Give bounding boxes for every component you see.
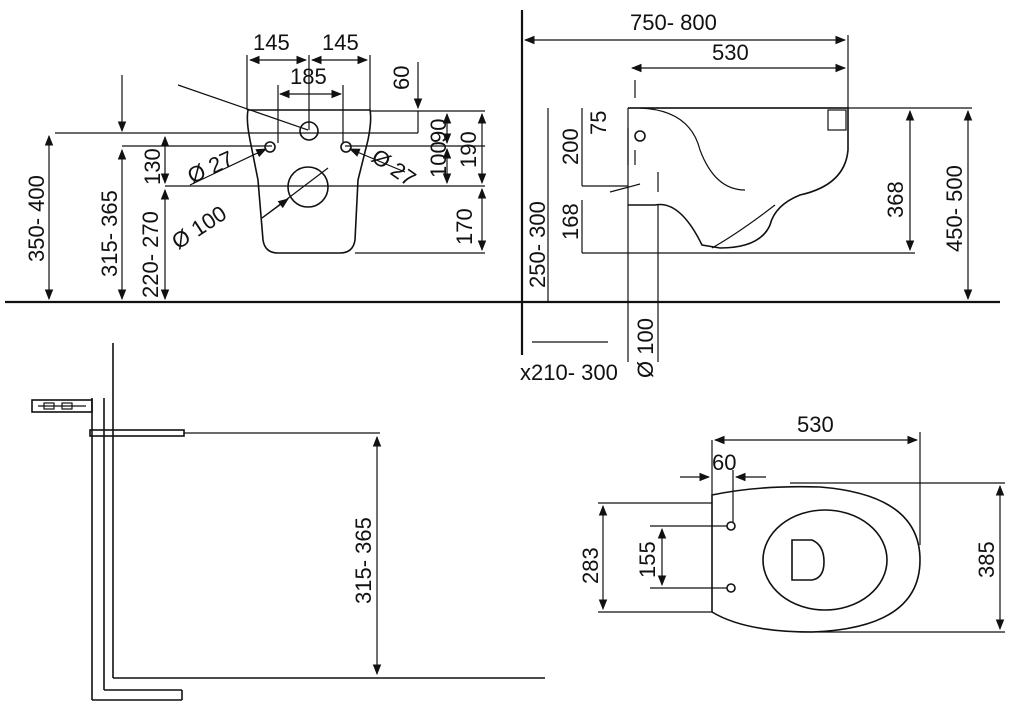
label-368: 368	[883, 181, 908, 218]
label-90: 90	[426, 119, 451, 143]
label-155: 155	[635, 541, 660, 578]
top-view: 530 60 283 155 385	[578, 412, 1005, 633]
label-350-400: 350- 400	[24, 175, 49, 262]
label-190: 190	[456, 131, 481, 168]
side-bowl-inner	[639, 107, 746, 191]
frame-bracket	[31, 399, 93, 413]
label-315-365-frame: 315- 365	[351, 517, 376, 604]
top-bowl-outline	[711, 485, 921, 633]
label-168: 168	[558, 203, 583, 240]
top-fixing-hole-bottom	[726, 583, 736, 593]
label-145-left: 145	[253, 30, 290, 55]
label-dia-100-front: Ø 100	[167, 201, 231, 255]
side-inlet-hole	[634, 130, 646, 142]
label-315-365-front: 315- 365	[97, 190, 122, 277]
label-dia-27-left: Ø 27	[184, 146, 238, 189]
label-75: 75	[586, 111, 611, 135]
label-220-270: 220- 270	[138, 211, 163, 298]
label-dia-27-right: Ø 27	[367, 144, 420, 192]
label-283: 283	[578, 547, 603, 584]
front-waste-outlet	[287, 166, 329, 208]
top-seat-opening	[762, 509, 888, 611]
label-385: 385	[974, 541, 999, 578]
label-170: 170	[452, 208, 477, 245]
label-130: 130	[140, 148, 165, 185]
front-bowl-outline	[246, 109, 372, 254]
frame-view: 315- 365	[31, 343, 545, 701]
front-fixing-hole-right	[340, 141, 352, 153]
front-fixing-hole-left	[264, 141, 276, 153]
label-100: 100	[426, 141, 451, 178]
label-530-side: 530	[712, 40, 749, 65]
leader-dia-27-left	[189, 148, 267, 186]
side-bowl-trap	[711, 204, 776, 249]
top-fixing-hole-top	[726, 521, 736, 531]
leader-diagonal-top	[177, 84, 309, 131]
label-450-500: 450- 500	[942, 165, 967, 252]
label-200: 200	[558, 128, 583, 165]
top-drain-shape	[791, 539, 825, 581]
label-750-800: 750- 800	[630, 10, 717, 35]
label-x210-300: x210- 300	[520, 360, 618, 385]
label-185: 185	[290, 64, 327, 89]
label-60: 60	[389, 66, 414, 90]
label-250-300: 250- 300	[525, 201, 550, 288]
label-60-top: 60	[712, 450, 736, 475]
side-view: 750- 800 530 75 200 250- 300 168 368 450…	[520, 10, 973, 385]
front-view: 145 145 185 60 350- 400 315- 365 130 220…	[24, 30, 487, 301]
side-rim-block	[827, 109, 847, 131]
label-145-right: 145	[322, 30, 359, 55]
label-530-top: 530	[797, 412, 834, 437]
label-dia-100-side: Ø 100	[633, 318, 658, 378]
side-bowl-outline	[628, 107, 849, 249]
leader-dia-27-right	[349, 148, 406, 173]
